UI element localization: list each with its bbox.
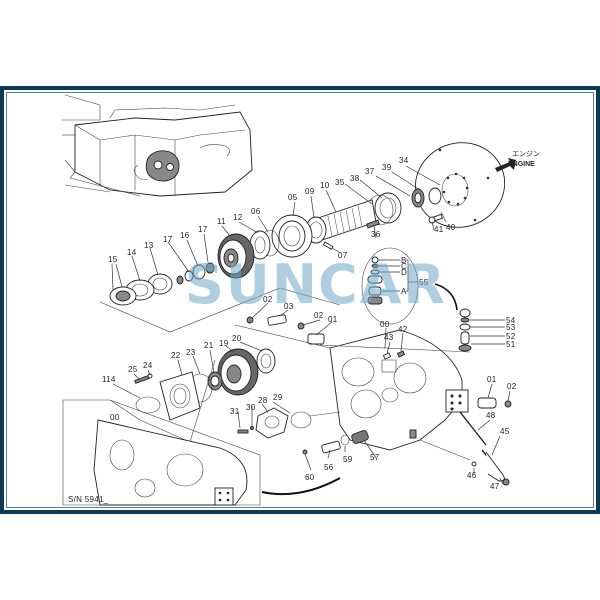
- label-30: 30: [246, 403, 256, 412]
- label-01b: 01: [487, 375, 497, 384]
- part-19-gear: [217, 348, 259, 396]
- part-00-main-housing: [319, 329, 471, 461]
- label-02a: 02: [263, 295, 273, 304]
- label-02c: 02: [507, 382, 517, 391]
- label-40: 40: [446, 223, 456, 232]
- label-54: 54: [506, 316, 516, 325]
- detail-bubble-55: B C D A 55: [361, 247, 458, 325]
- label-06: 06: [251, 207, 261, 216]
- label-37: 37: [365, 167, 375, 176]
- label-41: 41: [434, 225, 444, 234]
- diagram-frame-inner-border: [6, 92, 594, 508]
- engine-direction-indicator: エンジン ENGINE: [495, 151, 540, 172]
- svg-text:A: A: [401, 287, 407, 296]
- label-36: 36: [371, 230, 381, 239]
- engine-overview-illustration: [62, 94, 253, 197]
- callout-55: 55: [419, 278, 429, 287]
- label-47: 47: [490, 482, 500, 491]
- label-25: 25: [128, 365, 138, 374]
- label-57: 57: [370, 453, 380, 462]
- engine-jp-label: エンジン: [512, 151, 540, 158]
- label-07: 07: [338, 251, 348, 260]
- label-34: 34: [399, 156, 409, 165]
- label-56: 56: [324, 463, 334, 472]
- label-00: 00: [380, 320, 390, 329]
- label-13: 13: [144, 241, 154, 250]
- label-31: 31: [230, 407, 240, 416]
- label-60: 60: [305, 473, 315, 482]
- label-22: 22: [171, 351, 181, 360]
- label-52: 52: [506, 332, 516, 341]
- label-51: 51: [506, 340, 516, 349]
- label-17a: 17: [198, 225, 208, 234]
- label-05: 05: [288, 193, 298, 202]
- label-15: 15: [108, 255, 118, 264]
- label-03: 03: [284, 302, 294, 311]
- svg-text:B: B: [401, 256, 407, 265]
- label-43: 43: [384, 333, 394, 342]
- parts-51-54-stack: [458, 308, 505, 352]
- label-20: 20: [232, 334, 242, 343]
- part-05-housing: [271, 214, 313, 258]
- engine-en-label: ENGINE: [508, 161, 535, 168]
- part-10-shaft: [317, 199, 377, 241]
- label-12: 12: [233, 213, 243, 222]
- label-28: 28: [258, 396, 268, 405]
- serial-number-label: S/N 5941_: [68, 495, 109, 504]
- label-17b: 17: [163, 235, 173, 244]
- label-23: 23: [186, 348, 196, 357]
- label-11: 11: [217, 217, 226, 226]
- label-35: 35: [335, 178, 345, 187]
- label-16: 16: [180, 231, 190, 240]
- label-39: 39: [382, 163, 392, 172]
- label-01a: 01: [328, 315, 338, 324]
- part-34-flywheel: [414, 142, 506, 228]
- label-29: 29: [273, 393, 283, 402]
- label-53: 53: [506, 323, 516, 332]
- label-19: 19: [219, 339, 229, 348]
- label-48: 48: [486, 411, 496, 420]
- label-09: 09: [305, 187, 315, 196]
- label-46: 46: [467, 471, 477, 480]
- svg-text:SUN: SUN: [185, 253, 319, 316]
- svg-text:D: D: [401, 268, 407, 277]
- part-11-gear: [217, 233, 255, 279]
- label-42: 42: [398, 325, 408, 334]
- label-45: 45: [500, 427, 510, 436]
- label-114: 114: [102, 375, 116, 384]
- label-59: 59: [343, 455, 353, 464]
- label-38: 38: [350, 174, 360, 183]
- label-21: 21: [204, 341, 214, 350]
- label-10: 10: [320, 181, 330, 190]
- inset-lower-left: S/N 5941_ 00: [62, 399, 261, 506]
- inset-callout-00: 00: [110, 413, 120, 422]
- part-number-labels: 34 39 37 38 35 10 09 05 06 12 11 17 16 1…: [102, 156, 517, 491]
- label-24: 24: [143, 361, 153, 370]
- arrow-icon: [495, 158, 516, 172]
- part-22-cover: [159, 371, 201, 421]
- svg-text:CAR: CAR: [318, 253, 447, 316]
- label-02b: 02: [314, 311, 324, 320]
- label-14: 14: [127, 248, 137, 257]
- svg-text:C: C: [401, 262, 407, 271]
- suncar-watermark: SUN CAR: [185, 253, 447, 316]
